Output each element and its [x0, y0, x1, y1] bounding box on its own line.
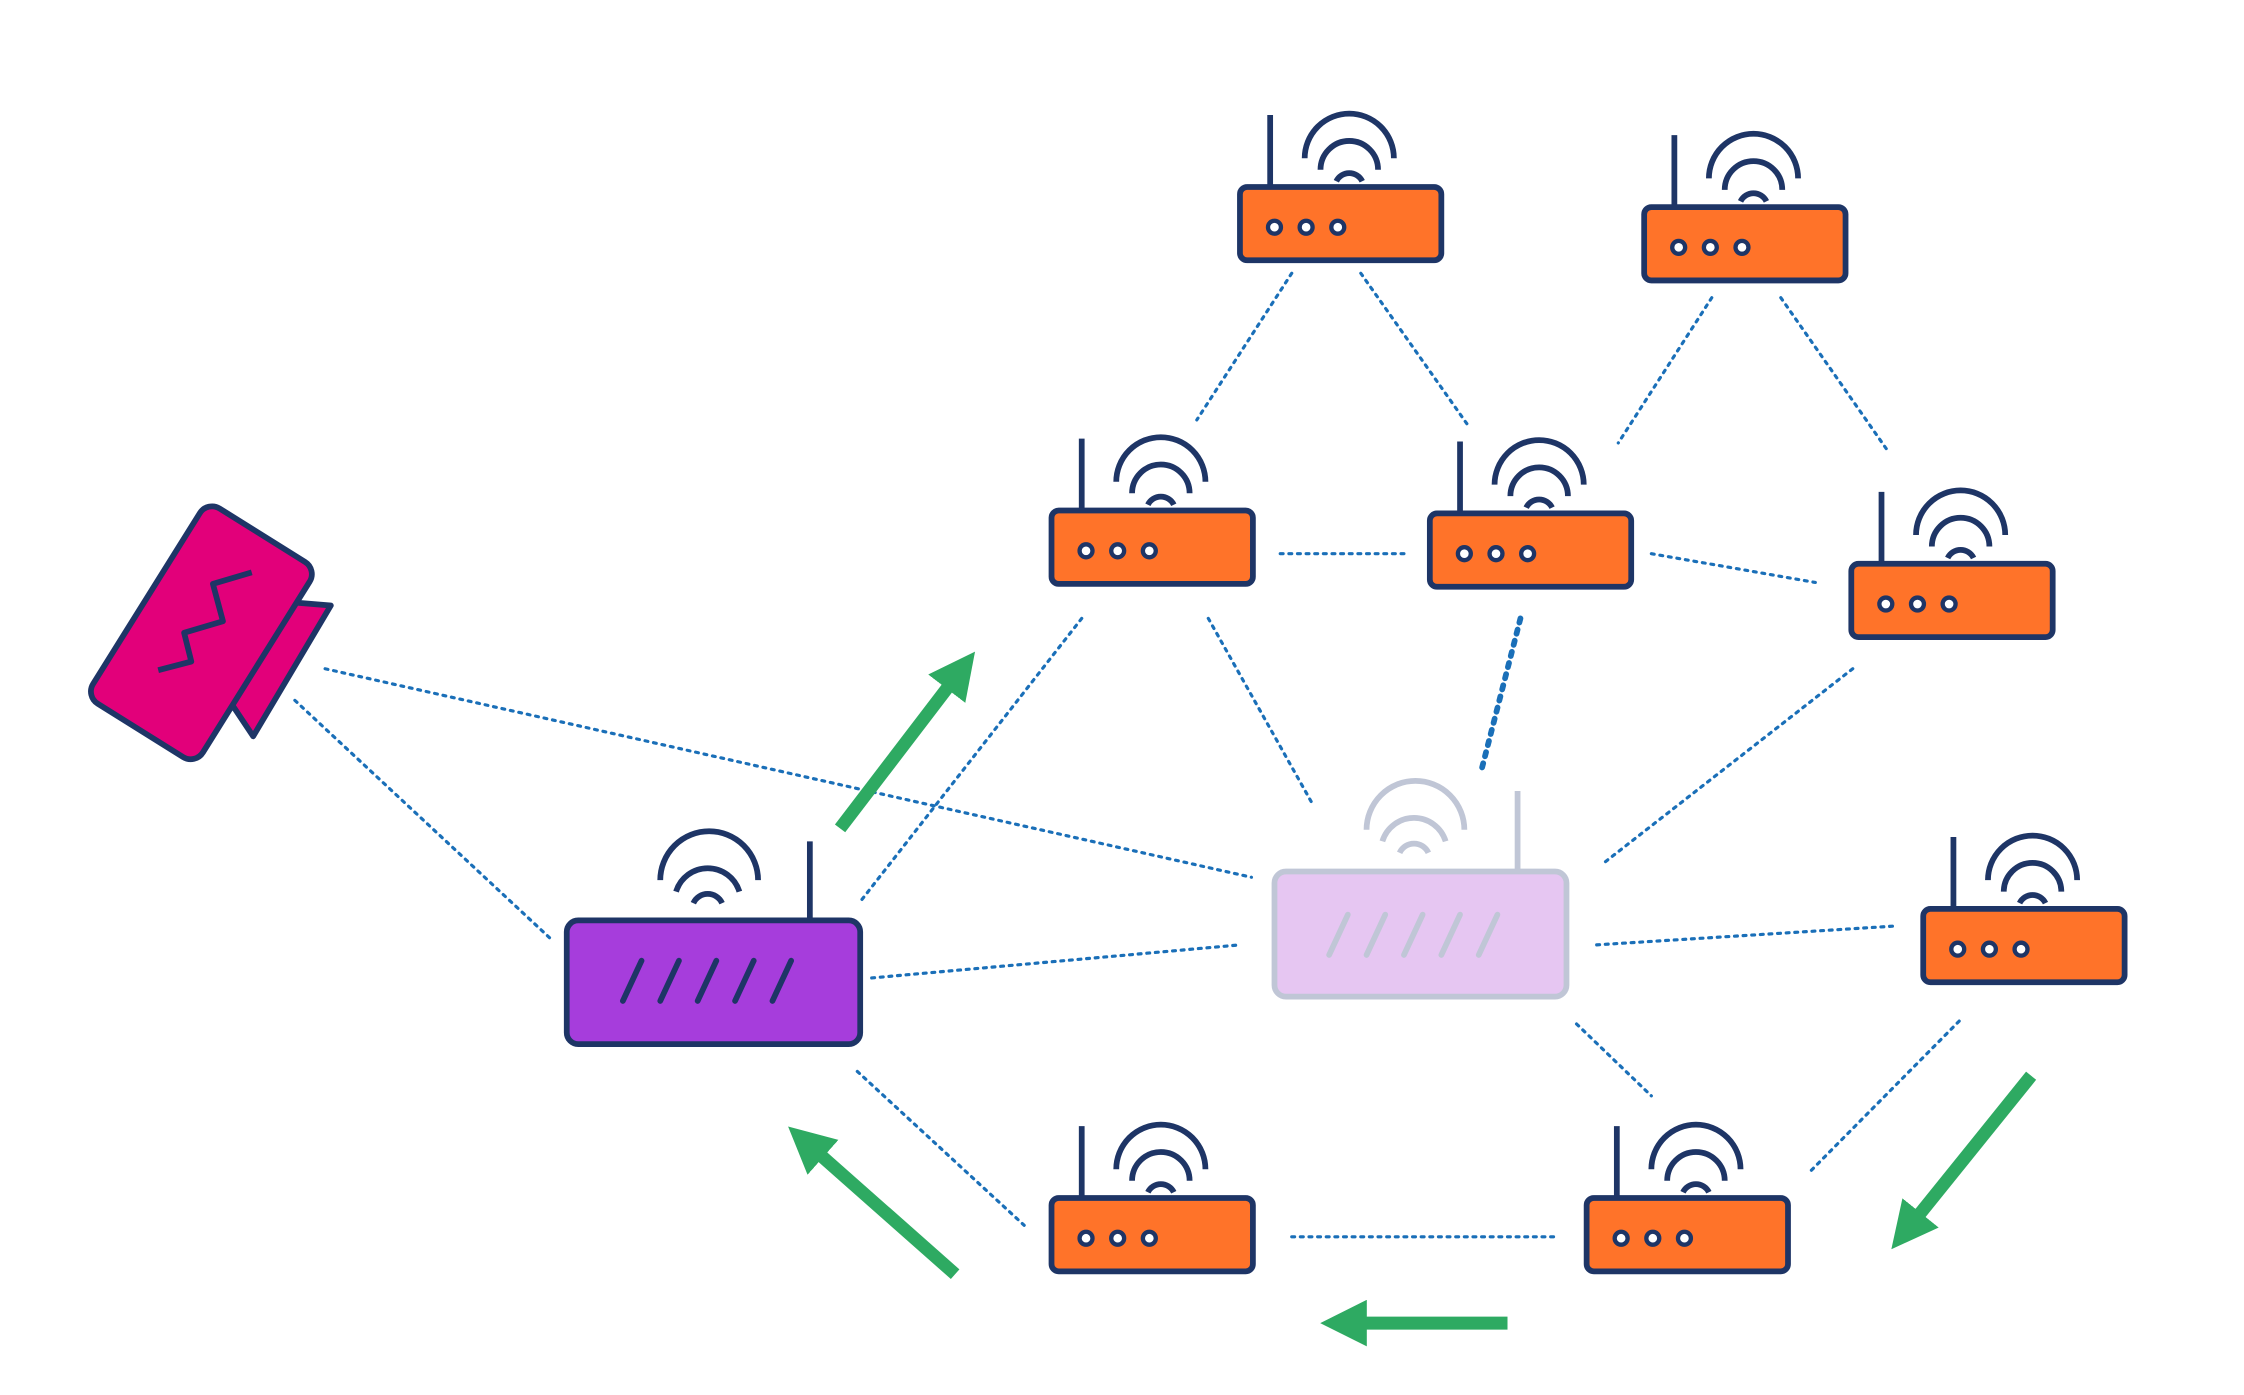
link	[1574, 1022, 1653, 1098]
arrow-icon	[834, 651, 976, 833]
router-primary	[563, 828, 864, 1047]
router-icon	[1923, 836, 2124, 983]
wifi-icon	[1363, 778, 1468, 830]
links	[293, 271, 1961, 1239]
arrow-icon	[788, 1126, 960, 1280]
link	[1808, 1019, 1961, 1174]
router-icon	[1851, 490, 2052, 637]
router-icon	[1430, 440, 1631, 587]
link	[1478, 615, 1524, 773]
router-failed	[1271, 778, 1570, 1000]
link	[1616, 296, 1714, 445]
wifi-icon	[657, 828, 761, 881]
link	[1602, 667, 1855, 865]
link	[1649, 552, 1817, 585]
green-arrows	[788, 651, 2037, 1347]
router-icon	[1052, 437, 1253, 584]
link	[1779, 296, 1889, 452]
mesh-routers	[1052, 114, 2125, 1272]
link	[858, 616, 1084, 904]
router-icon	[1644, 134, 1845, 281]
link	[1595, 924, 1895, 947]
link	[1195, 271, 1294, 422]
mobile-device-icon	[88, 503, 334, 763]
link	[855, 1069, 1026, 1227]
link	[870, 943, 1242, 980]
link	[293, 698, 552, 940]
link	[1206, 616, 1315, 807]
link	[323, 667, 1254, 879]
router-icon	[1587, 1125, 1788, 1272]
router-icon	[1052, 1125, 1253, 1272]
link	[1359, 271, 1469, 426]
arrow-icon	[1891, 1071, 2037, 1250]
router-icon	[1240, 114, 1441, 261]
